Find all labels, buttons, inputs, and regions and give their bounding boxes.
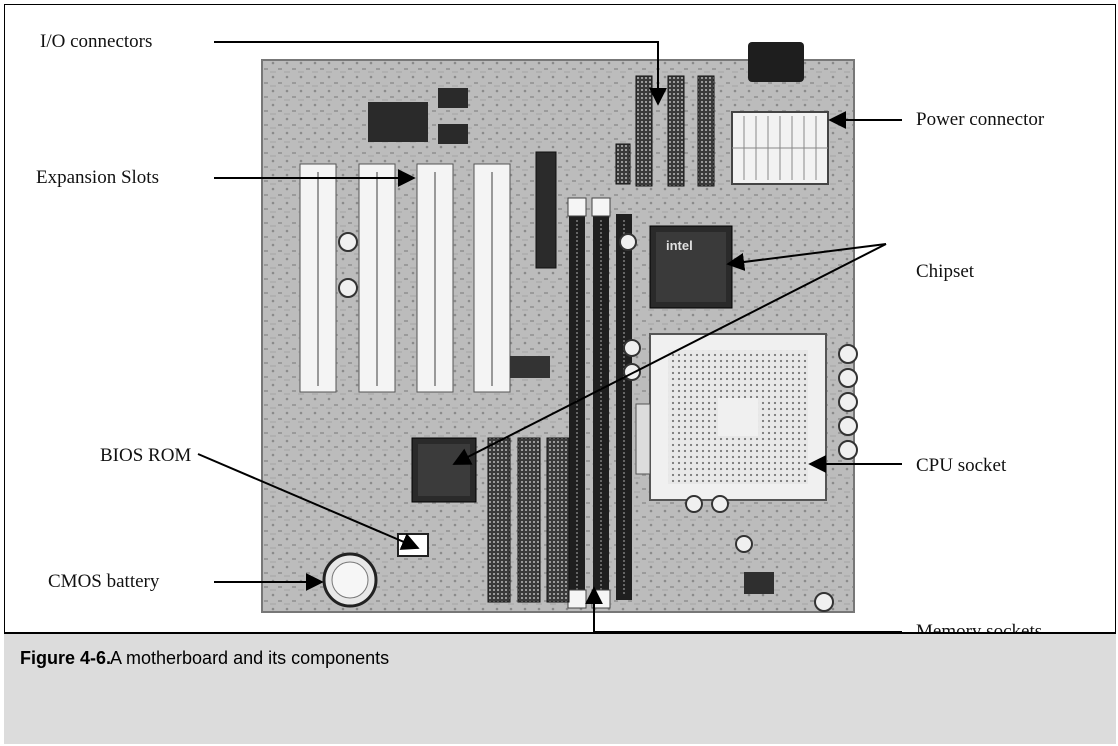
- label-power-connector: Power connector: [916, 110, 1044, 130]
- chipset-southbridge: [412, 438, 476, 502]
- cpu-socket: [636, 334, 826, 500]
- label-bios-rom: BIOS ROM: [100, 446, 191, 466]
- agp-slot: [536, 152, 556, 268]
- motherboard-illustration: intel: [4, 4, 1116, 632]
- label-io-connectors: I/O connectors: [40, 32, 152, 52]
- figure-caption-bar: Figure 4-6. A motherboard and its compon…: [4, 632, 1116, 744]
- figure-number: Figure 4-6.: [20, 648, 111, 669]
- figure-caption: A motherboard and its components: [110, 648, 389, 669]
- cmos-battery: [324, 554, 376, 606]
- label-cpu-socket: CPU socket: [916, 456, 1006, 476]
- label-expansion-slots: Expansion Slots: [36, 168, 159, 188]
- intel-logo: intel: [666, 238, 693, 253]
- memory-sockets: [568, 198, 632, 608]
- figure-area: intel: [4, 4, 1116, 632]
- chipset-northbridge: intel: [650, 226, 732, 308]
- label-cmos-battery: CMOS battery: [48, 572, 159, 592]
- label-chipset: Chipset: [916, 262, 974, 282]
- power-connector: [732, 112, 828, 184]
- ide-connectors: [488, 438, 569, 602]
